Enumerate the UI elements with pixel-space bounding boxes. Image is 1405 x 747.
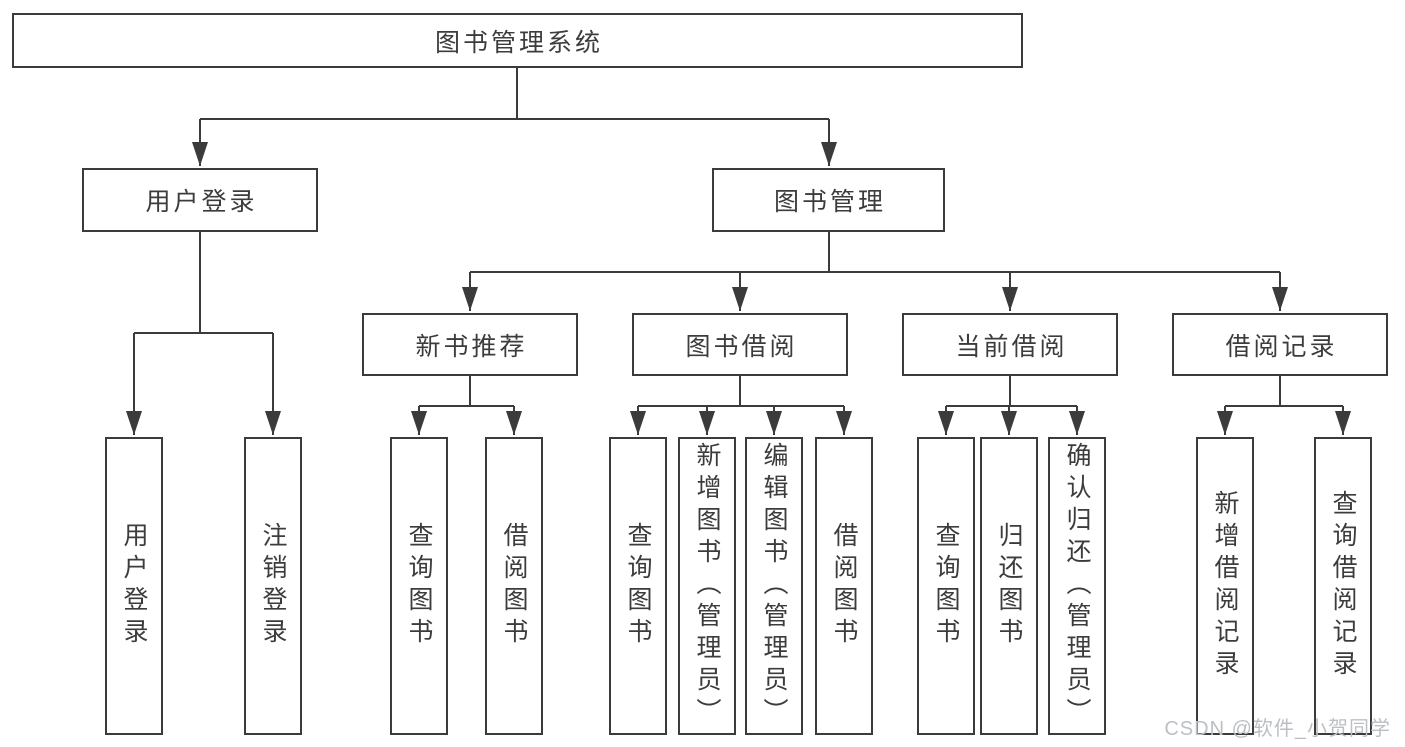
node-new-book-recommend: 新书推荐 bbox=[362, 313, 578, 376]
node-label: 图书管理 bbox=[773, 188, 886, 216]
csdn-watermark: CSDN @软件_小贺同学 bbox=[1164, 718, 1391, 740]
node-label: 新增借阅记录 bbox=[1211, 490, 1239, 682]
node-label: 借阅图书 bbox=[500, 522, 528, 650]
node-user-login: 用户登录 bbox=[82, 168, 318, 232]
node-label: 图书借阅 bbox=[685, 332, 798, 361]
node-label: 当前借阅 bbox=[955, 332, 1068, 361]
leaf-query-books-3: 查询图书 bbox=[917, 437, 975, 735]
leaf-edit-books-admin: 编辑图书（管理员） bbox=[745, 437, 803, 735]
node-label: 新书推荐 bbox=[415, 332, 528, 361]
leaf-return-books: 归还图书 bbox=[980, 437, 1038, 735]
leaf-user-login: 用户登录 bbox=[105, 437, 163, 735]
node-label: 查询图书 bbox=[624, 522, 652, 650]
node-label: 查询图书 bbox=[932, 522, 960, 650]
node-label: 查询借阅记录 bbox=[1329, 490, 1357, 682]
leaf-logout: 注销登录 bbox=[244, 437, 302, 735]
leaf-confirm-return-admin: 确认归还（管理员） bbox=[1048, 437, 1106, 735]
leaf-query-books-1: 查询图书 bbox=[390, 437, 448, 735]
node-book-borrow: 图书借阅 bbox=[632, 313, 848, 376]
node-root: 图书管理系统 bbox=[12, 13, 1023, 68]
node-label: 编辑图书（管理员） bbox=[760, 442, 788, 730]
node-label: 图书管理系统 bbox=[434, 28, 603, 57]
node-label: 用户登录 bbox=[145, 188, 258, 216]
node-label: 确认归还（管理员） bbox=[1063, 442, 1091, 730]
leaf-query-books-2: 查询图书 bbox=[609, 437, 667, 735]
node-book-management: 图书管理 bbox=[712, 168, 945, 232]
node-borrow-records: 借阅记录 bbox=[1172, 313, 1388, 376]
node-label: 归还图书 bbox=[995, 522, 1023, 650]
leaf-add-borrow-record: 新增借阅记录 bbox=[1196, 437, 1254, 735]
leaf-add-books-admin: 新增图书（管理员） bbox=[678, 437, 736, 735]
leaf-borrow-books-2: 借阅图书 bbox=[815, 437, 873, 735]
node-label: 用户登录 bbox=[120, 522, 148, 650]
node-current-borrow: 当前借阅 bbox=[902, 313, 1118, 376]
node-label: 借阅图书 bbox=[830, 522, 858, 650]
node-label: 查询图书 bbox=[405, 522, 433, 650]
node-label: 新增图书（管理员） bbox=[693, 442, 721, 730]
node-label: 注销登录 bbox=[259, 522, 287, 650]
leaf-query-borrow-record: 查询借阅记录 bbox=[1314, 437, 1372, 735]
leaf-borrow-books-1: 借阅图书 bbox=[485, 437, 543, 735]
node-label: 借阅记录 bbox=[1225, 332, 1338, 361]
